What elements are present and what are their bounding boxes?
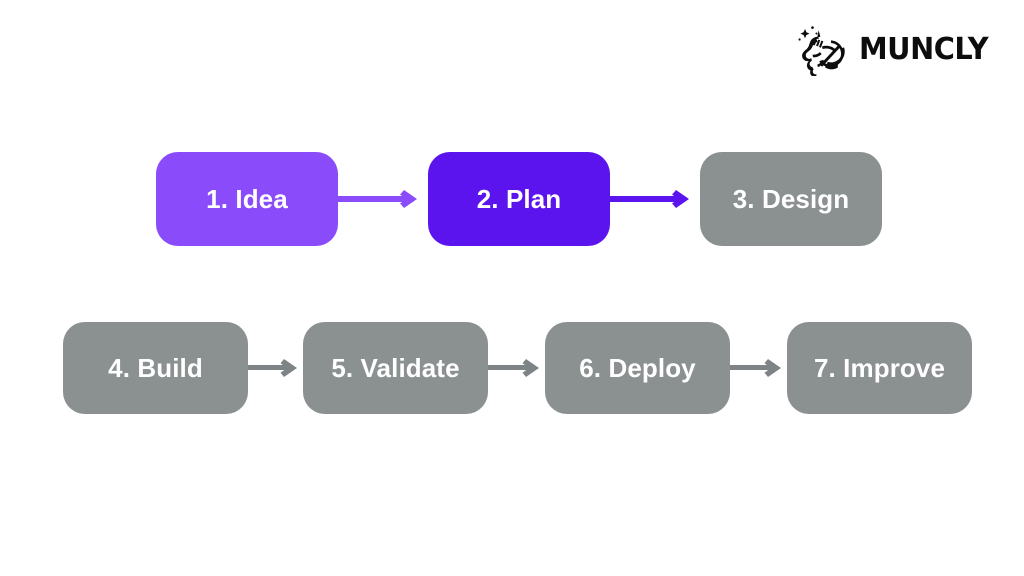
flow-node-plan[interactable]: 2. Plan [428,152,610,246]
arrow-right-icon-build-to-validate [248,359,297,377]
flow-row-2: 4. Build 5. Validate 6. Deploy 7. Improv… [63,322,972,414]
arrow-right-icon-deploy-to-improve [730,359,781,377]
flow-node-deploy[interactable]: 6. Deploy [545,322,730,414]
flow-node-design[interactable]: 3. Design [700,152,882,246]
arrow-right-icon-idea-to-plan [338,190,417,208]
unicorn-logo-icon [798,26,846,76]
flow-row-1: 1. Idea 2. Plan 3. Design [156,152,882,246]
flow-node-build[interactable]: 4. Build [63,322,248,414]
flow-node-idea[interactable]: 1. Idea [156,152,338,246]
arrow-right-icon-validate-to-deploy [488,359,539,377]
flow-node-improve[interactable]: 7. Improve [787,322,972,414]
brand-wordmark: MUNCLY [859,32,989,67]
flow-node-validate[interactable]: 5. Validate [303,322,488,414]
brand-logo: MUNCLY [793,24,994,76]
arrow-right-icon-plan-to-design [610,190,689,208]
